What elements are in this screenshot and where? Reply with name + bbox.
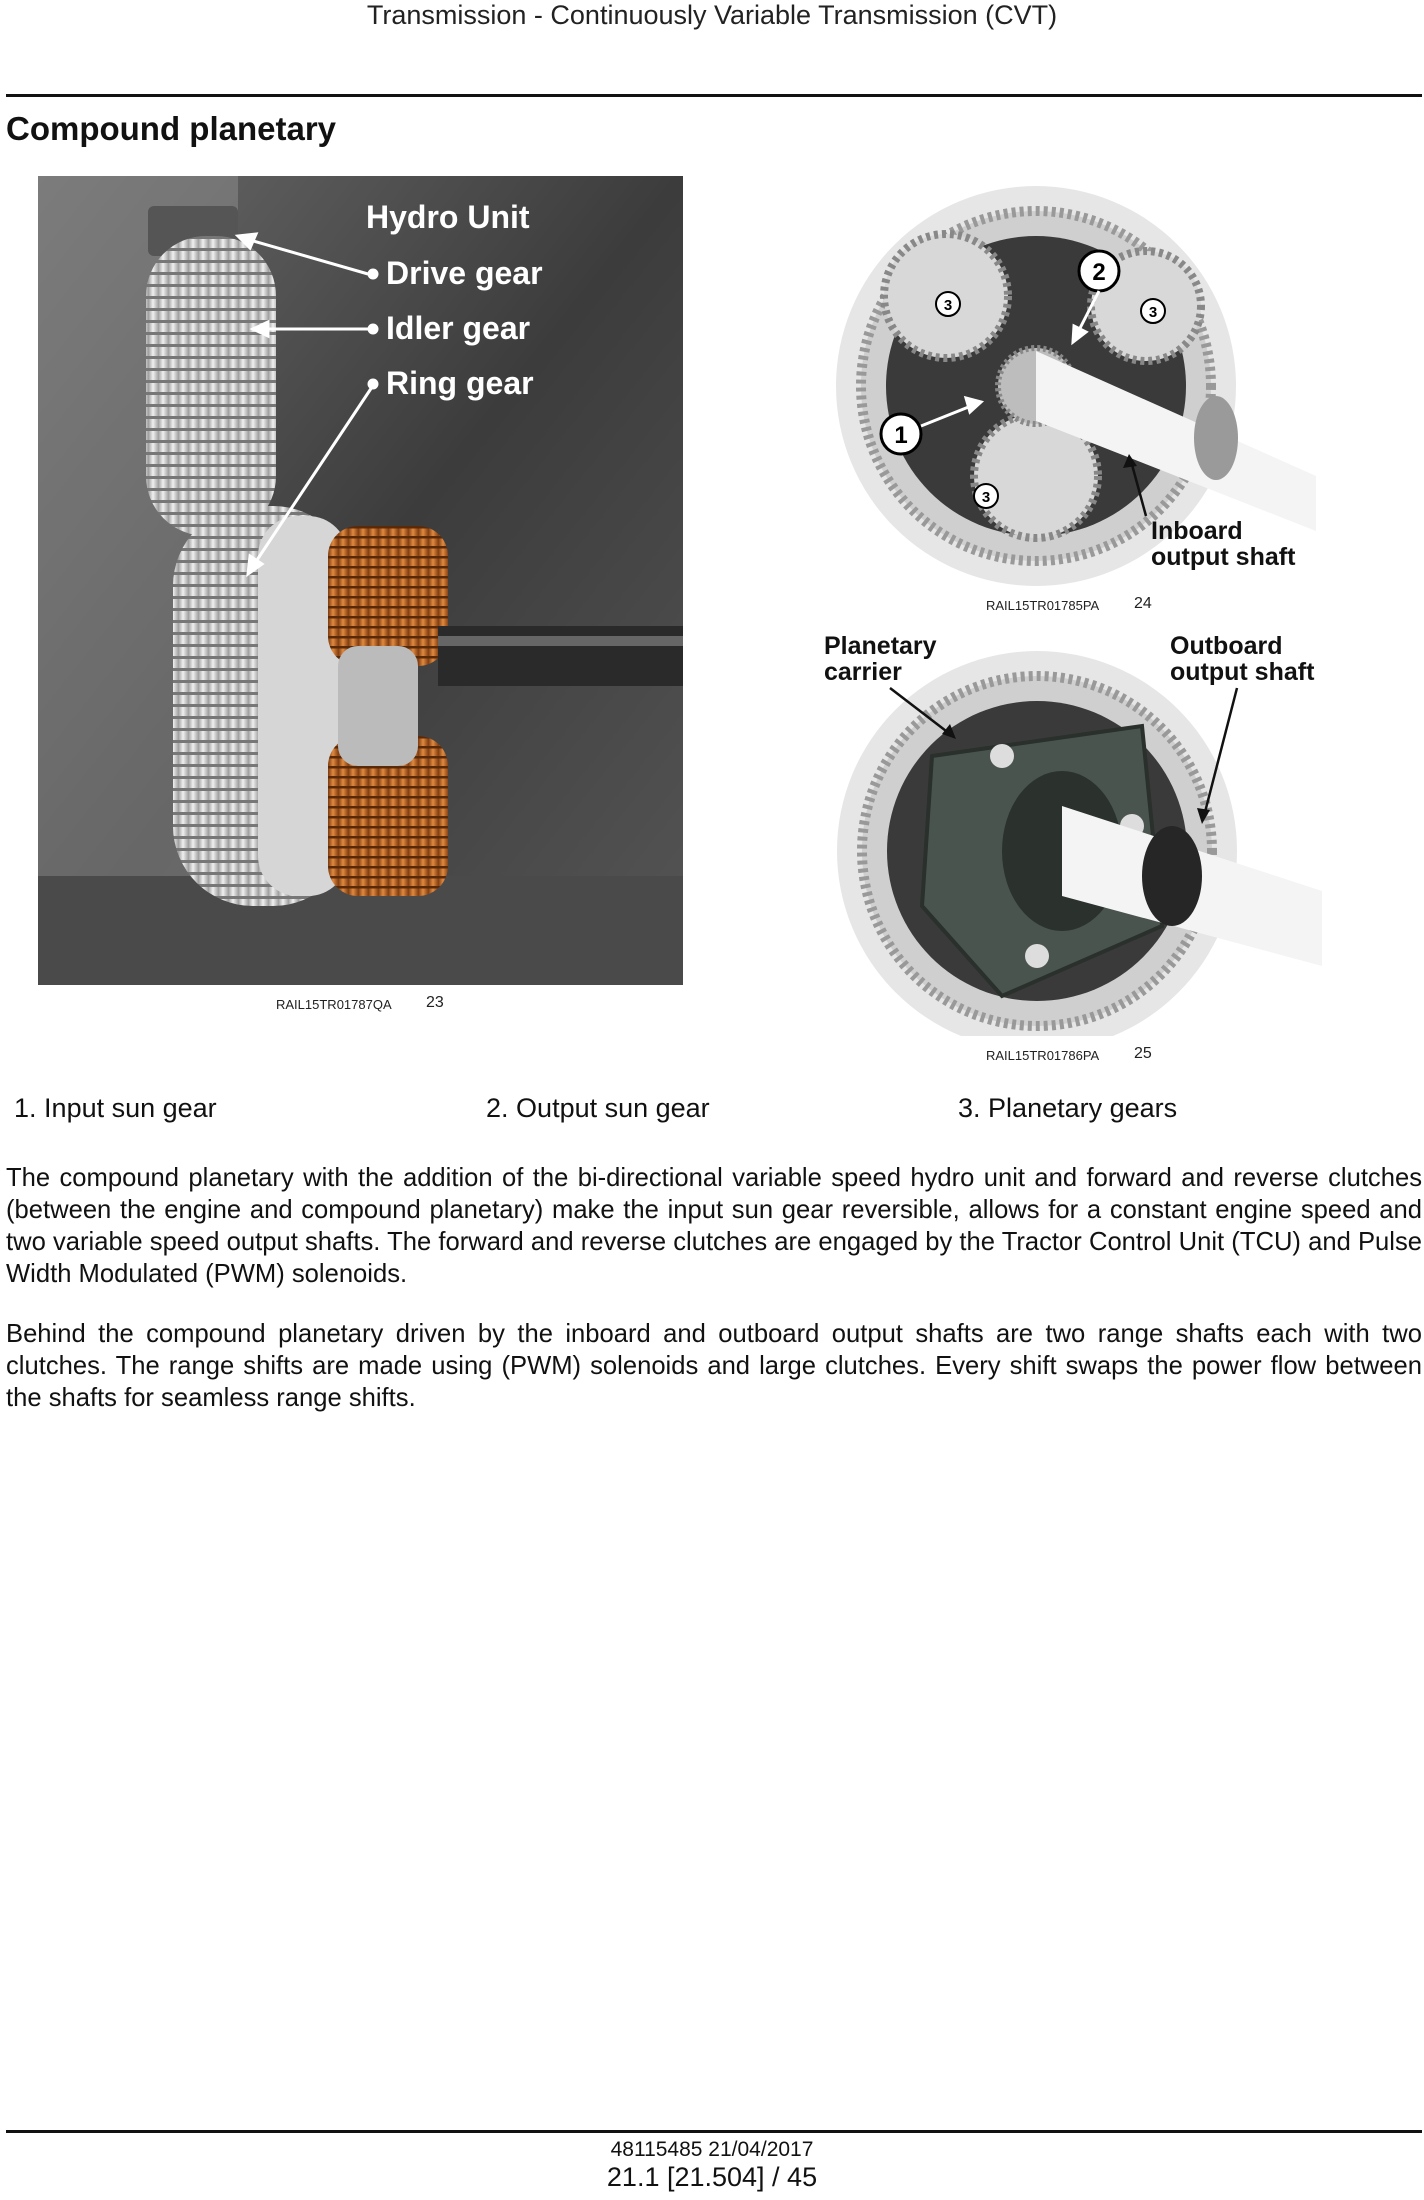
legend-text: Input sun gear bbox=[44, 1093, 217, 1123]
label-outboard: Outboard bbox=[1170, 632, 1283, 660]
label-inboard: Inboard bbox=[1151, 517, 1243, 545]
legend-item-2: 2. Output sun gear bbox=[486, 1093, 710, 1124]
body-paragraph-1: The compound planetary with the addition… bbox=[6, 1164, 1422, 1288]
planetary-inboard-illustration: 1 2 3 3 3 Inboard output shaft bbox=[816, 176, 1324, 586]
label-planetary: Planetary bbox=[824, 632, 937, 660]
figure-25-code: RAIL15TR01786PA bbox=[986, 1048, 1100, 1063]
legend-num: 3. bbox=[958, 1093, 981, 1123]
callout-3a: 3 bbox=[944, 297, 952, 314]
figure-25-planetary-outboard: Planetary carrier Outboard output shaft bbox=[812, 626, 1328, 1036]
gear-train-illustration: Hydro Unit Drive gear Idler gear Ring ge… bbox=[38, 176, 683, 985]
callout-3b: 3 bbox=[1149, 304, 1157, 321]
label-ring-gear: Ring gear bbox=[386, 365, 534, 401]
planetary-outboard-illustration: Planetary carrier Outboard output shaft bbox=[812, 626, 1328, 1036]
legend-item-3: 3. Planetary gears bbox=[958, 1093, 1177, 1124]
label-drive-gear: Drive gear bbox=[386, 255, 543, 291]
legend-item-1: 1. Input sun gear bbox=[14, 1093, 217, 1124]
legend-text: Planetary gears bbox=[988, 1093, 1178, 1123]
figure-24-number: 24 bbox=[1134, 595, 1152, 612]
body-paragraph-2: Behind the compound planetary driven by … bbox=[6, 1320, 1422, 1412]
legend-text: Output sun gear bbox=[516, 1093, 710, 1123]
footer-page-number: 21.1 [21.504] / 45 bbox=[606, 2162, 818, 2192]
figure-23-gear-train: Hydro Unit Drive gear Idler gear Ring ge… bbox=[38, 176, 683, 985]
figure-23-code: RAIL15TR01787QA bbox=[276, 997, 392, 1012]
callout-1: 1 bbox=[894, 422, 907, 449]
legend-num: 2. bbox=[486, 1093, 509, 1123]
label-output-shaft-outboard: output shaft bbox=[1170, 658, 1315, 686]
figure-24-code: RAIL15TR01785PA bbox=[986, 598, 1100, 613]
figure-24-planetary-inboard: 1 2 3 3 3 Inboard output shaft bbox=[816, 176, 1324, 586]
legend-num: 1. bbox=[14, 1093, 37, 1123]
label-carrier: carrier bbox=[824, 658, 902, 686]
callout-2: 2 bbox=[1092, 259, 1105, 286]
label-hydro-unit: Hydro Unit bbox=[366, 199, 530, 235]
section-title: Compound planetary bbox=[6, 110, 337, 147]
label-output-shaft-inboard: output shaft bbox=[1151, 543, 1296, 571]
footer-rule bbox=[6, 2130, 1422, 2133]
figure-23-number: 23 bbox=[426, 994, 444, 1011]
header-rule bbox=[6, 94, 1422, 97]
label-idler-gear: Idler gear bbox=[386, 310, 530, 346]
figure-25-number: 25 bbox=[1134, 1045, 1152, 1062]
page-header-title: Transmission - Continuously Variable Tra… bbox=[366, 0, 1058, 30]
footer-doc-number: 48115485 21/04/2017 bbox=[610, 2138, 814, 2161]
callout-3c: 3 bbox=[982, 489, 990, 506]
